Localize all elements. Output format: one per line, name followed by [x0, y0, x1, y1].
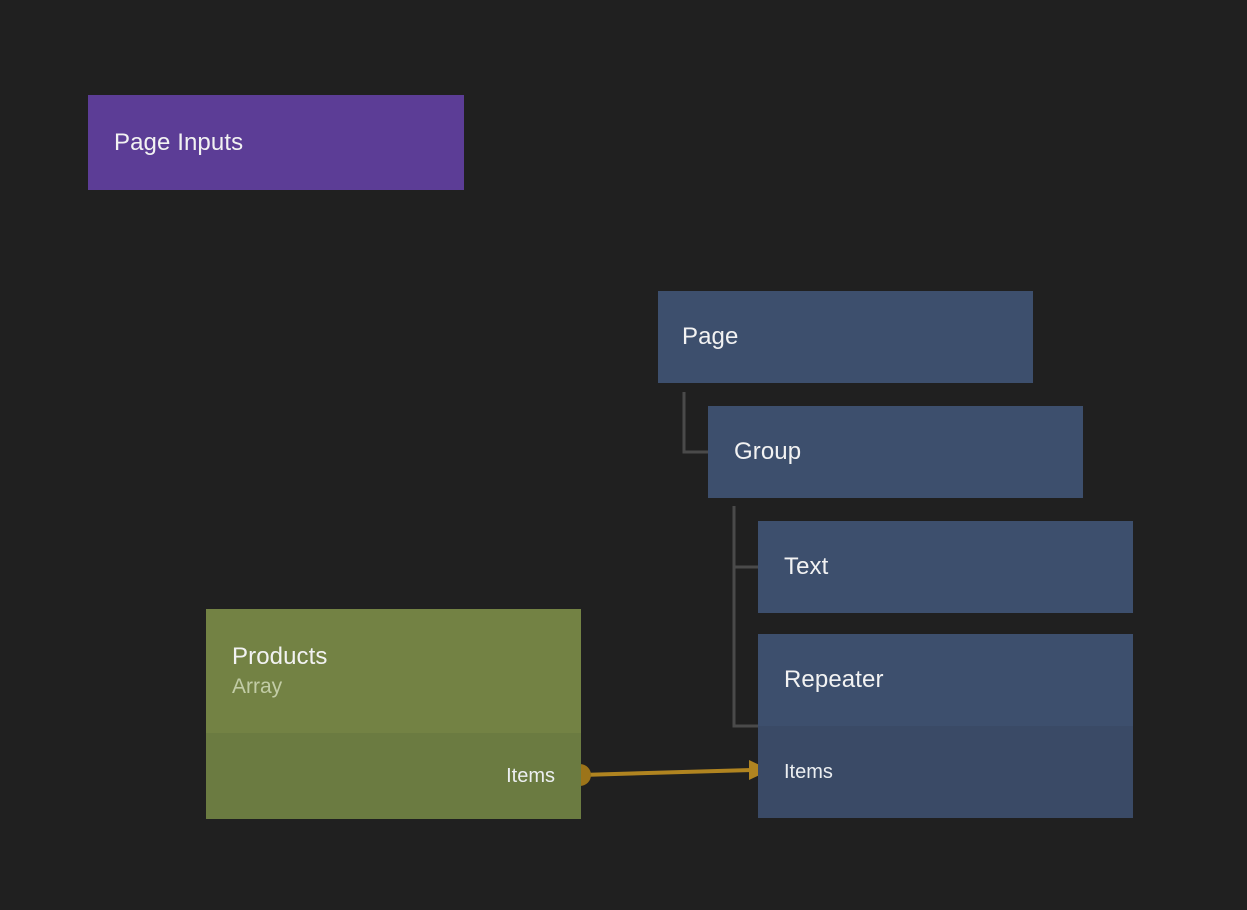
node-products-port-items-label: Items — [506, 764, 555, 788]
node-repeater-port-items[interactable]: Items — [758, 726, 1133, 818]
node-products-header: Products Array — [206, 609, 581, 733]
node-products-subtitle: Array — [232, 674, 581, 700]
node-repeater-header: Repeater — [758, 634, 1133, 726]
node-text-header: Text — [758, 521, 1133, 613]
node-repeater[interactable]: Repeater Items — [758, 634, 1133, 818]
node-group-header: Group — [708, 406, 1083, 498]
node-products-port-items[interactable]: Items — [206, 733, 581, 819]
tree-connector-group-repeater — [734, 506, 758, 726]
node-page[interactable]: Page — [658, 291, 1033, 383]
node-page-inputs-title: Page Inputs — [114, 128, 464, 158]
node-repeater-title: Repeater — [784, 665, 1133, 695]
connection-products-items-to-repeater-items[interactable] — [569, 760, 770, 786]
node-group-title: Group — [734, 437, 1083, 467]
node-page-inputs[interactable]: Page Inputs — [88, 95, 464, 190]
node-repeater-port-items-label: Items — [784, 760, 833, 784]
node-text-title: Text — [784, 552, 1133, 582]
node-group[interactable]: Group — [708, 406, 1083, 498]
node-page-title: Page — [682, 322, 1033, 352]
tree-connector-page-group — [684, 392, 708, 452]
node-page-header: Page — [658, 291, 1033, 383]
node-text[interactable]: Text — [758, 521, 1133, 613]
node-page-inputs-header: Page Inputs — [88, 95, 464, 190]
node-products[interactable]: Products Array Items — [206, 609, 581, 819]
node-products-title: Products — [232, 642, 581, 672]
tree-connector-group-text — [734, 506, 758, 567]
